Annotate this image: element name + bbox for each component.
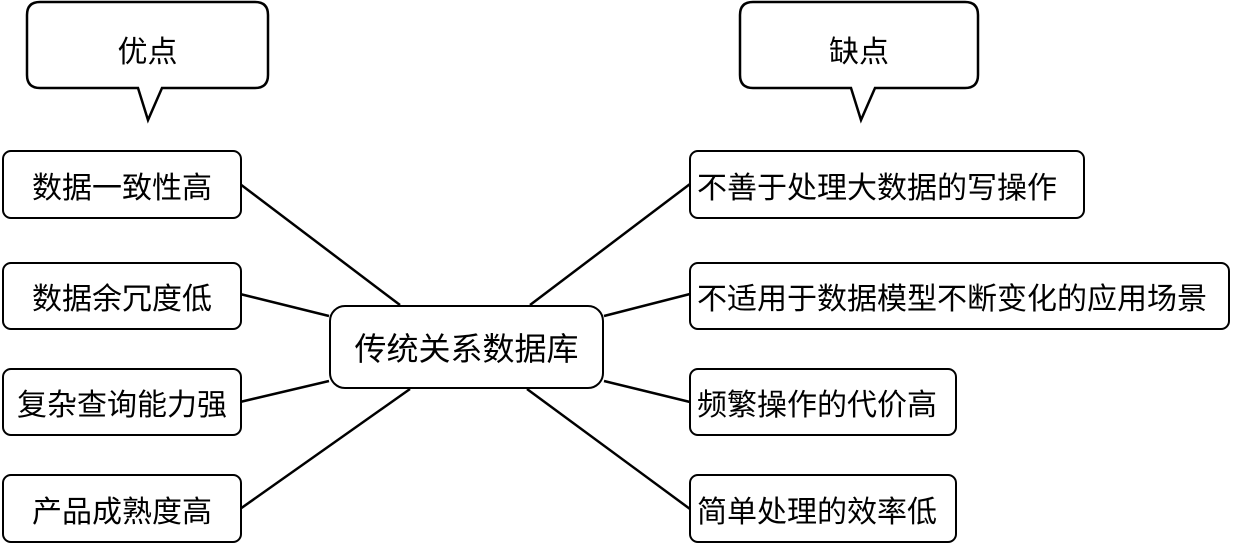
pro-item-4: 产品成熟度高 xyxy=(2,474,242,543)
con-item-2: 不适用于数据模型不断变化的应用场景 xyxy=(689,262,1230,330)
connector-con-2 xyxy=(603,292,691,318)
con-item-3: 频繁操作的代价高 xyxy=(689,368,957,436)
connector-con-3 xyxy=(603,379,691,404)
pros-title: 优点 xyxy=(117,35,178,70)
pro-item-2: 数据余冗度低 xyxy=(2,262,242,330)
pros-callout-bubble xyxy=(25,0,270,124)
pro-item-3: 复杂查询能力强 xyxy=(2,368,242,436)
cons-title: 缺点 xyxy=(829,35,889,70)
con-item-4: 简单处理的效率低 xyxy=(689,474,957,543)
connector-pro-2 xyxy=(239,292,330,318)
con-item-1: 不善于处理大数据的写操作 xyxy=(689,150,1085,219)
connector-con-1 xyxy=(529,183,691,306)
connector-pro-4 xyxy=(239,387,411,511)
pro-item-1: 数据一致性高 xyxy=(2,150,242,219)
central-topic: 传统关系数据库 xyxy=(329,305,604,389)
cons-callout-bubble xyxy=(738,0,980,124)
connector-pro-1 xyxy=(239,183,401,306)
connector-con-4 xyxy=(526,387,691,511)
connector-pro-3 xyxy=(239,379,330,404)
